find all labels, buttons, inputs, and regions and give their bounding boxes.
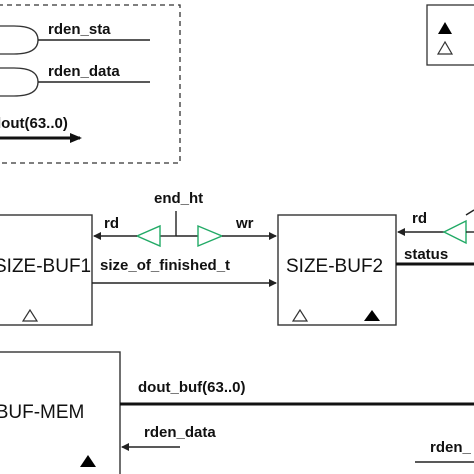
size-buf2-rect — [277, 214, 397, 326]
rd-right-buffer-icon — [442, 219, 467, 245]
size-buf2-hollow-marker-icon — [291, 308, 309, 322]
size-buf1-hollow-marker-icon — [21, 308, 39, 322]
wr-buffer-icon — [197, 224, 224, 248]
rd-left-buffer-icon — [135, 224, 161, 248]
size-buf2-label: SIZE-BUF2 — [286, 256, 383, 277]
rd-right-label: rd — [412, 210, 427, 227]
rden-data-bottom-label: rden_data — [144, 424, 216, 441]
bottom-interconnect: dout_buf(63..0) rden_data rden_ — [120, 379, 474, 463]
wr-label: wr — [235, 215, 254, 232]
status-label: status — [404, 246, 448, 263]
gate-shape-2 — [0, 67, 39, 97]
legend-dashed-border — [0, 4, 181, 164]
hollow-triangle-icon — [436, 40, 454, 55]
signal-legend-box: rden_sta rden_data dout(63..0) — [0, 4, 181, 164]
size-buf1-label: SIZE-BUF1 — [0, 256, 91, 277]
right-interconnect: rd status — [396, 209, 474, 266]
filled-triangle-icon — [438, 22, 452, 34]
gate-shape-1 — [0, 25, 39, 55]
rd-left-label: rd — [104, 215, 119, 232]
marker-legend-border — [426, 4, 474, 66]
marker-legend — [426, 4, 474, 66]
rd-right-cut-signal — [465, 209, 474, 216]
dout-label: dout(63..0) — [0, 115, 68, 132]
end-ht-label: end_ht — [154, 190, 203, 207]
dbuf-mem-filled-marker-icon — [80, 455, 96, 467]
rden-bottom-right-label: rden_ — [430, 439, 472, 456]
dbuf-mem-rect — [0, 351, 121, 474]
middle-interconnect: end_ht rd wr size_of_finished_t — [92, 190, 277, 287]
dout-buf-label: dout_buf(63..0) — [138, 379, 246, 396]
size-buf1-block: SIZE-BUF1 — [0, 214, 93, 326]
rden-data-label: rden_data — [48, 63, 120, 80]
rden-sta-label: rden_sta — [48, 21, 111, 38]
size-buf2-filled-marker-icon — [364, 310, 380, 321]
dbuf-mem-label: DBUF-MEM — [0, 402, 84, 423]
size-buf1-rect — [0, 214, 93, 326]
size-buf2-block: SIZE-BUF2 — [277, 214, 397, 326]
dbuf-mem-block: DBUF-MEM — [0, 351, 121, 474]
size-of-finished-t-label: size_of_finished_t — [100, 257, 230, 274]
